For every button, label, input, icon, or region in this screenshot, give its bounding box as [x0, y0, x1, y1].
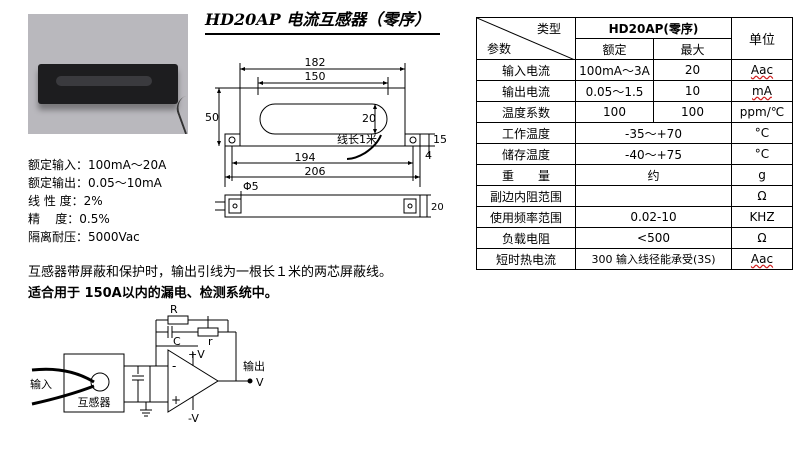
- output-label: 输出: [243, 359, 265, 373]
- spec-list: 额定输入：100mA～20A 额定输出：0.05～10mA 线 性 度：2% 精…: [28, 156, 166, 246]
- spec-isolation: 隔离耐压：5000Vac: [28, 230, 140, 244]
- dim-194: 194: [295, 151, 316, 164]
- resistor-r-label: r: [208, 335, 213, 348]
- header-model: HD20AP(零序): [575, 17, 732, 39]
- table-row: 温度系数 100 100 ppm/℃: [476, 101, 793, 123]
- header-max: 最大: [653, 38, 732, 60]
- wire-length-label: 线长1米: [337, 132, 377, 146]
- dim-20-slot: 20: [362, 112, 376, 125]
- plus-v-label: +V: [188, 348, 205, 361]
- transformer-slot: [56, 76, 152, 86]
- table-row: 储存温度 -40～+75 °C: [476, 143, 793, 165]
- header-unit: 单位: [731, 17, 793, 60]
- spec-rated-output: 额定输出：0.05～10mA: [28, 176, 162, 190]
- spec-table: 类型 参数 HD20AP(零序) 单位 额定 最大 输入电流 100mA～3A …: [476, 17, 793, 270]
- dim-20-side: 20: [431, 202, 444, 213]
- dim-4: 4: [425, 149, 432, 162]
- dim-50: 50: [205, 111, 219, 124]
- table-row: 工作温度 -35～+70 °C: [476, 122, 793, 144]
- table-row: 负载电阻 <500 Ω: [476, 227, 793, 249]
- header-param: 参数: [487, 42, 512, 56]
- dim-150: 150: [305, 70, 326, 83]
- dim-15: 15: [433, 133, 447, 146]
- table-row: 使用频率范围 0.02-10 KHZ: [476, 206, 793, 228]
- table-row: 输出电流 0.05～1.5 10 mA: [476, 80, 793, 102]
- minus-v-label: -V: [188, 412, 199, 425]
- table-row: 副边内阻范围 Ω: [476, 185, 793, 207]
- spec-rated-input: 额定输入：100mA～20A: [28, 158, 167, 172]
- hole-label: Φ5: [243, 180, 259, 193]
- spec-linearity: 线 性 度：2%: [28, 194, 103, 208]
- page-title: HD20AP 电流互感器（零序）: [205, 6, 440, 35]
- inverting-input-label: -: [172, 359, 176, 373]
- header-rated: 额定: [575, 38, 654, 60]
- dim-182: 182: [305, 56, 326, 69]
- dimension-drawing: 182 150 50 20 15 4 194 206 线长1米 Φ5 20: [205, 56, 447, 218]
- table-row: 短时热电流 300 输入线径能承受(3S) Aac: [476, 248, 793, 270]
- table-row: 重 量 约 g: [476, 164, 793, 186]
- circuit-diagram: R C r +V -V - + 输出 V 互感器 输入: [30, 303, 265, 425]
- dim-206: 206: [305, 165, 326, 178]
- note-text: 互感器带屏蔽和保护时，输出引线为一根长１米的两芯屏蔽线。: [28, 265, 393, 280]
- noninverting-input-label: +: [171, 393, 181, 407]
- header-type: 类型: [536, 22, 561, 36]
- output-v-label: V: [256, 376, 264, 389]
- product-photo: [28, 14, 188, 134]
- application-note: 适合用于 150A以内的漏电、检测系统中。: [28, 286, 278, 301]
- capacitor-C-label: C: [173, 335, 181, 348]
- input-label: 输入: [30, 377, 52, 391]
- header-type-param: 类型 参数: [476, 17, 576, 60]
- table-row: 输入电流 100mA～3A 20 Aac: [476, 59, 793, 81]
- header-diagonal: [477, 18, 575, 60]
- spec-accuracy: 精 度：0.5%: [28, 212, 110, 226]
- ct-label: 互感器: [78, 396, 111, 409]
- resistor-R-label: R: [170, 303, 178, 316]
